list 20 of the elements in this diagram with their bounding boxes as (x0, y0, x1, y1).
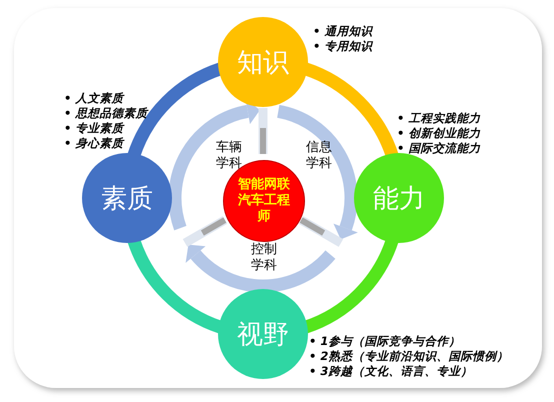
node-label: 视野 (237, 318, 289, 352)
node-label: 能力 (373, 182, 425, 216)
bullet-item: • 工程实践能力 (397, 111, 480, 126)
bullet-item: • 1参与（国际竞争与合作） (309, 334, 462, 349)
bullet-item: • 身心素质 (64, 136, 126, 151)
bullet-item: • 思想品德素质 (64, 106, 148, 121)
bullet-item: • 通用知识 (313, 24, 372, 39)
field-label: 车辆学科 (215, 140, 243, 172)
node-label: 知识 (237, 46, 289, 80)
field-label: 信息学科 (305, 140, 333, 172)
node-label: 素质 (101, 182, 153, 216)
bullet-item: • 专用知识 (313, 39, 372, 54)
bullet-item: • 国际交流能力 (397, 141, 480, 156)
bullet-item: • 创新创业能力 (397, 126, 480, 141)
bullet-item: • 2熟悉（专业前沿知识、国际惯例） (309, 349, 508, 364)
field-label: 控制学科 (250, 242, 278, 274)
bullet-item: • 专业素质 (64, 121, 126, 136)
node-label: 智能网联汽车工程师 (237, 177, 291, 225)
bullet-item: • 3跨越（文化、语言、专业） (309, 364, 474, 379)
bullet-item: • 人文素质 (64, 91, 126, 106)
